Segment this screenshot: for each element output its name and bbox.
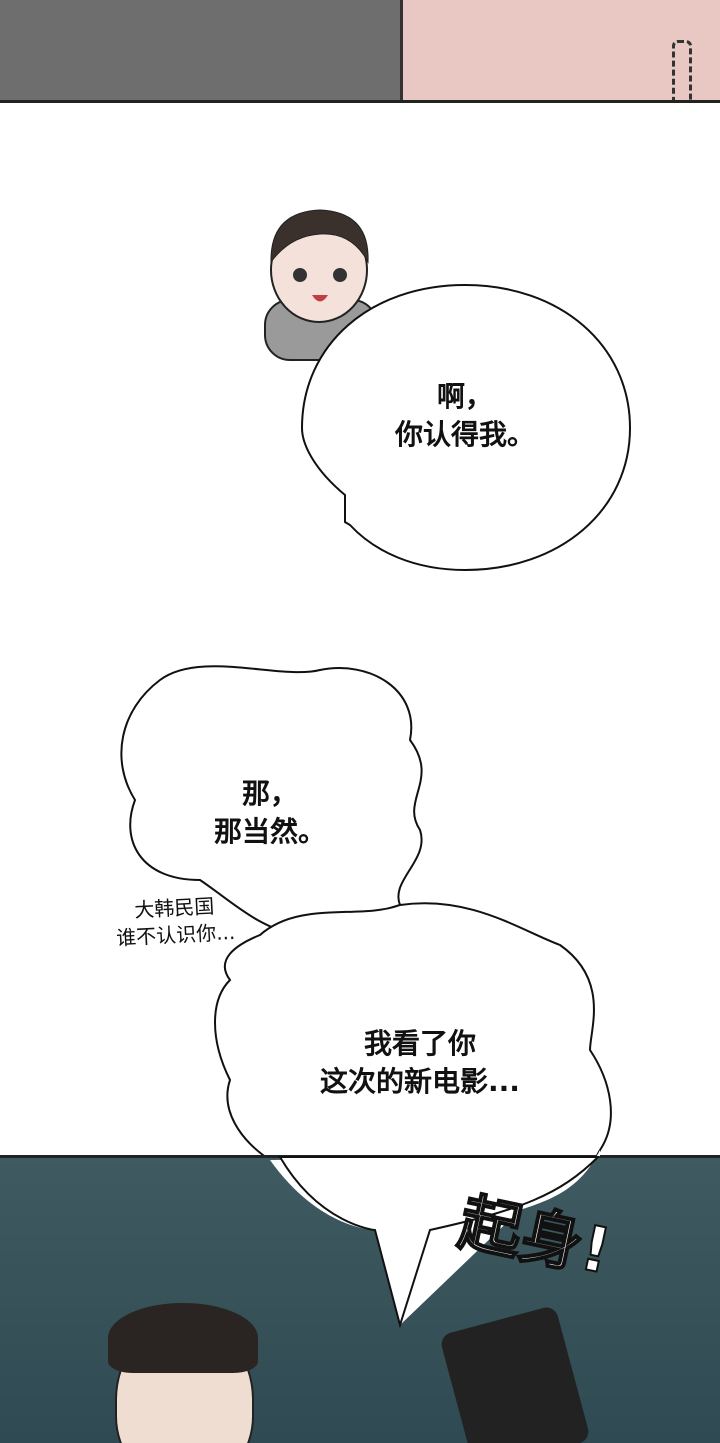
speech-line: 那当然。 [213,814,326,848]
speech-line: 啊， [436,380,493,413]
chain-accessory [672,40,692,100]
bottom-comic-panel [0,1155,720,1443]
speech-bubble-1-text: 啊， 你认得我。 [360,378,570,454]
speech-line: 那， [241,777,298,810]
aside-text: 大韩民国 谁不认识你... [84,890,267,953]
thought-bubble-2-text: 我看了你 这次的新电影... [270,1025,570,1101]
speech-line: 你认得我。 [394,417,535,451]
thought-bubble-1-text: 那， 那当然。 [170,775,370,851]
man-hair [108,1303,258,1373]
thought-bubble-1 [120,665,423,937]
character-shoulder [400,0,720,100]
speech-line: 我看了你 [363,1027,476,1060]
speech-line: 这次的新电影... [320,1064,520,1098]
top-comic-panel [0,0,720,103]
chibi-character-icon [264,209,378,361]
dark-object [438,1304,592,1443]
speech-bubble-1 [300,283,632,572]
